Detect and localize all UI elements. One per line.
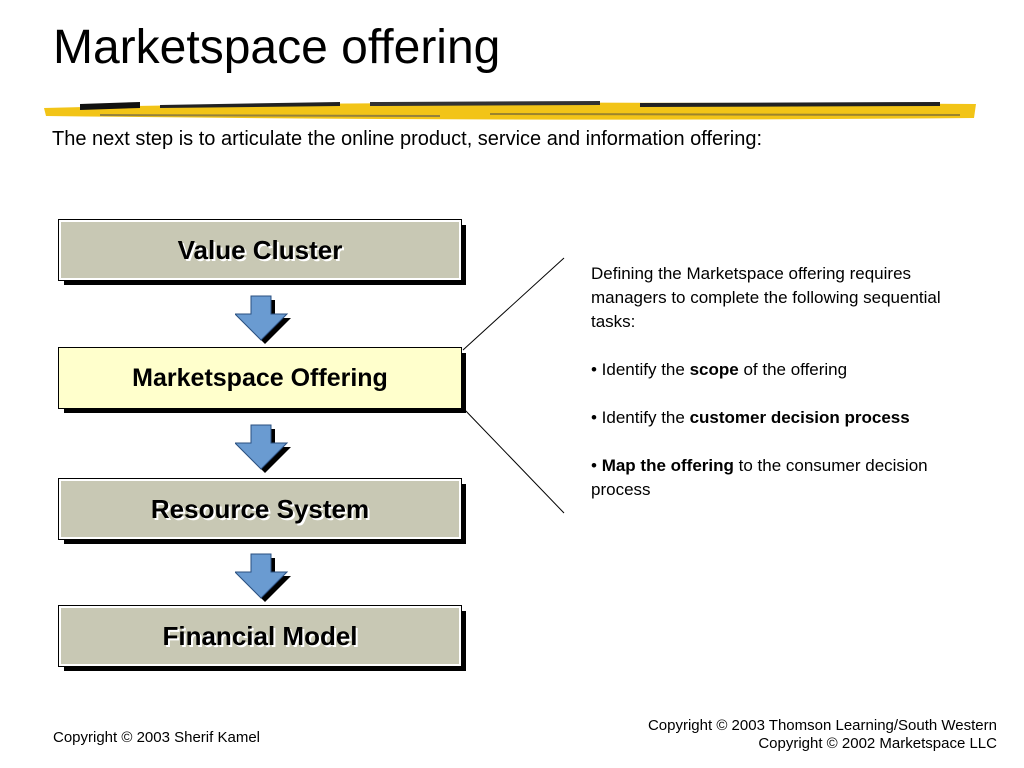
- down-arrow-icon: [235, 553, 291, 602]
- flow-step-resource-system: Resource System: [58, 478, 462, 540]
- flow-step-label: Marketspace Offering: [132, 363, 388, 392]
- slide-title: Marketspace offering: [53, 21, 501, 74]
- down-arrow-icon: [235, 424, 291, 473]
- flow-step-label: Value Cluster: [177, 234, 343, 265]
- slide-subtitle: The next step is to articulate the onlin…: [52, 128, 763, 150]
- flow-step-financial-model: Financial Model: [58, 605, 462, 667]
- footer-copyright-right: Copyright © 2003 Thomson Learning/South …: [648, 717, 997, 753]
- callout-text: Defining the Marketspace offering requir…: [591, 262, 981, 526]
- task-item-decision-process: • Identify the customer decision process: [591, 408, 910, 427]
- flow-step-value-cluster: Value Cluster: [58, 219, 462, 281]
- footer-line: Copyright © 2003 Thomson Learning/South …: [647, 717, 997, 734]
- flow-step-label: Resource System: [150, 493, 370, 524]
- footer-copyright-left: Copyright © 2003 Sherif Kamel: [53, 729, 260, 746]
- flow-step-label: Financial Model: [162, 620, 358, 651]
- down-arrow-icon: [235, 295, 291, 344]
- task-item-map-offering: • Map the offering to the consumer decis…: [591, 456, 928, 499]
- footer-line: Copyright © 2002 Marketspace LLC: [758, 735, 997, 752]
- brush-stroke-divider: [44, 101, 976, 120]
- callout-intro: Defining the Marketspace offering requir…: [591, 264, 941, 331]
- task-item-scope: • Identify the scope of the offering: [591, 360, 848, 379]
- flow-step-marketspace-offering: Marketspace Offering: [58, 347, 462, 409]
